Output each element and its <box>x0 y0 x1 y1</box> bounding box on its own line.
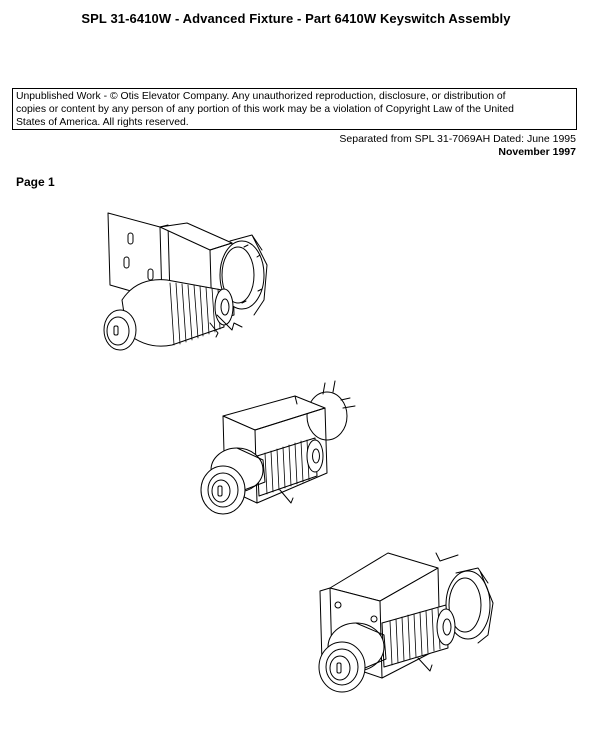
copyright-line-1: Unpublished Work - © Otis Elevator Compa… <box>16 91 506 102</box>
keyswitch-illustration-1 <box>92 205 292 370</box>
copyright-line-3: States of America. All rights reserved. <box>16 117 189 128</box>
revision-date: November 1997 <box>498 146 576 158</box>
page-label: Page 1 <box>16 175 55 189</box>
separation-note: Separated from SPL 31-7069AH Dated: June… <box>339 133 576 145</box>
document-title: SPL 31-6410W - Advanced Fixture - Part 6… <box>81 11 511 26</box>
keyswitch-illustration-3 <box>308 543 508 713</box>
keyswitch-illustration-2 <box>195 378 370 523</box>
copyright-notice: Unpublished Work - © Otis Elevator Compa… <box>12 88 577 130</box>
copyright-line-2: copies or content by any person of any p… <box>16 104 514 115</box>
